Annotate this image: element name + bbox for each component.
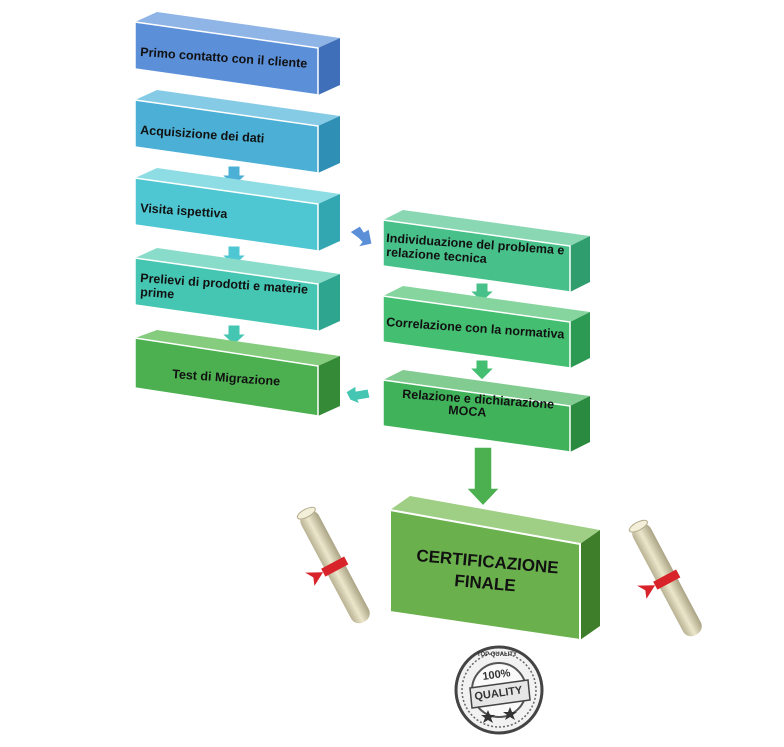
arrow-down-3 xyxy=(220,324,248,346)
label-relazione-2: MOCA xyxy=(448,403,487,420)
box-correlazione: Correlazione con la normativa xyxy=(382,286,590,369)
box-visita: Visita ispettiva xyxy=(134,168,340,252)
arrow-down-4 xyxy=(468,282,496,303)
box-individuazione: Individuazione del problema e relazione … xyxy=(382,210,590,293)
box-test-migrazione: Test di Migrazione xyxy=(134,330,340,417)
arrow-right-to-individuazione xyxy=(349,225,373,248)
arrow-left-to-test xyxy=(345,385,371,405)
box-relazione-moca: Relazione e dichiarazione MOCA xyxy=(382,370,590,453)
box-primo-contatto: Primo contatto con il cliente xyxy=(134,12,340,96)
diploma-scroll-left-icon xyxy=(296,506,370,624)
arrow-down-final xyxy=(464,446,502,508)
label-visita: Visita ispettiva xyxy=(140,201,229,221)
seal-ring-text: TOP QUALITY xyxy=(477,652,517,658)
diploma-scroll-right-icon xyxy=(628,519,702,637)
box-certificazione-finale: CERTIFICAZIONE FINALE xyxy=(389,496,600,642)
seal-percent: 100% xyxy=(482,667,512,683)
label-prelievi-2: prime xyxy=(140,285,175,301)
box-prelievi: Prelievi di prodotti e materie prime xyxy=(134,248,340,332)
box-acquisizione: Acquisizione dei dati xyxy=(134,90,340,174)
arrow-down-5 xyxy=(468,359,496,381)
quality-seal-icon: 100% QUALITY TOP QUALITY xyxy=(454,645,544,735)
